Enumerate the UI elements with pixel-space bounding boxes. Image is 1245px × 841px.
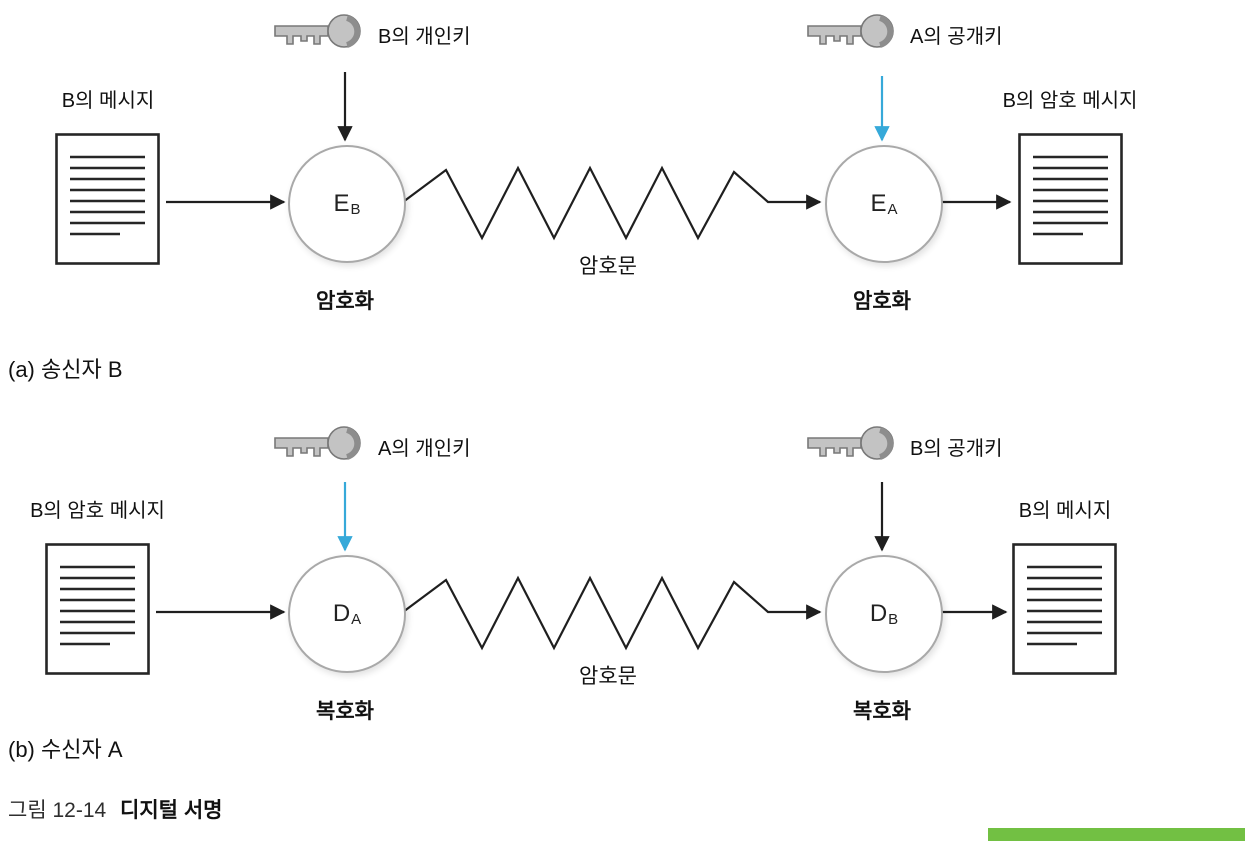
document-icon-output-a bbox=[1018, 133, 1123, 270]
document-icon-input-b bbox=[45, 543, 150, 680]
node-subscript: B bbox=[888, 610, 899, 628]
figure-caption: 그림 12-14 디지털 서명 bbox=[8, 794, 222, 824]
doc-label-input-a: B의 메시지 bbox=[61, 90, 155, 112]
node-letter: E bbox=[870, 190, 887, 217]
document-icon-output-b bbox=[1012, 543, 1117, 680]
node-caption-encrypt-right: 암호화 bbox=[853, 290, 911, 313]
node-subscript: A bbox=[351, 610, 362, 628]
node-letter: D bbox=[869, 600, 888, 627]
key-label-a-private: A의 개인키 bbox=[378, 438, 471, 460]
node-caption-encrypt-left: 암호화 bbox=[316, 290, 374, 313]
key-label-b-private: B의 개인키 bbox=[378, 26, 471, 48]
channel-label-b: 암호문 bbox=[579, 665, 637, 688]
node-subscript: A bbox=[887, 200, 898, 218]
section-label-b: (b) 수신자 A bbox=[8, 737, 123, 762]
b-public-key-icon bbox=[805, 418, 900, 475]
figure-caption-title: 디지털 서명 bbox=[120, 799, 223, 822]
zigzag-channel-b bbox=[402, 575, 822, 651]
doc-label-input-b: B의 암호 메시지 bbox=[30, 500, 165, 522]
green-bar-decoration bbox=[988, 828, 1245, 841]
doc-label-output-b: B의 메시지 bbox=[1018, 500, 1112, 522]
zigzag-channel-a bbox=[402, 165, 822, 241]
a-private-key-icon bbox=[272, 418, 367, 475]
section-label-a: (a) 송신자 B bbox=[8, 357, 123, 382]
node-letter: E bbox=[333, 190, 350, 217]
node-caption-decrypt-right: 복호화 bbox=[853, 700, 911, 723]
node-caption-decrypt-left: 복호화 bbox=[316, 700, 374, 723]
figure-caption-number: 그림 12-14 bbox=[8, 799, 107, 822]
key-label-b-public: B의 공개키 bbox=[910, 438, 1003, 460]
b-private-key-icon bbox=[272, 6, 367, 63]
doc-label-output-a: B의 암호 메시지 bbox=[1002, 90, 1138, 112]
channel-label-a: 암호문 bbox=[579, 255, 637, 278]
node-subscript: B bbox=[350, 200, 361, 218]
document-icon-input-a bbox=[55, 133, 160, 270]
node-letter: D bbox=[332, 600, 351, 627]
a-public-key-icon bbox=[805, 6, 900, 63]
key-label-a-public: A의 공개키 bbox=[910, 26, 1003, 48]
